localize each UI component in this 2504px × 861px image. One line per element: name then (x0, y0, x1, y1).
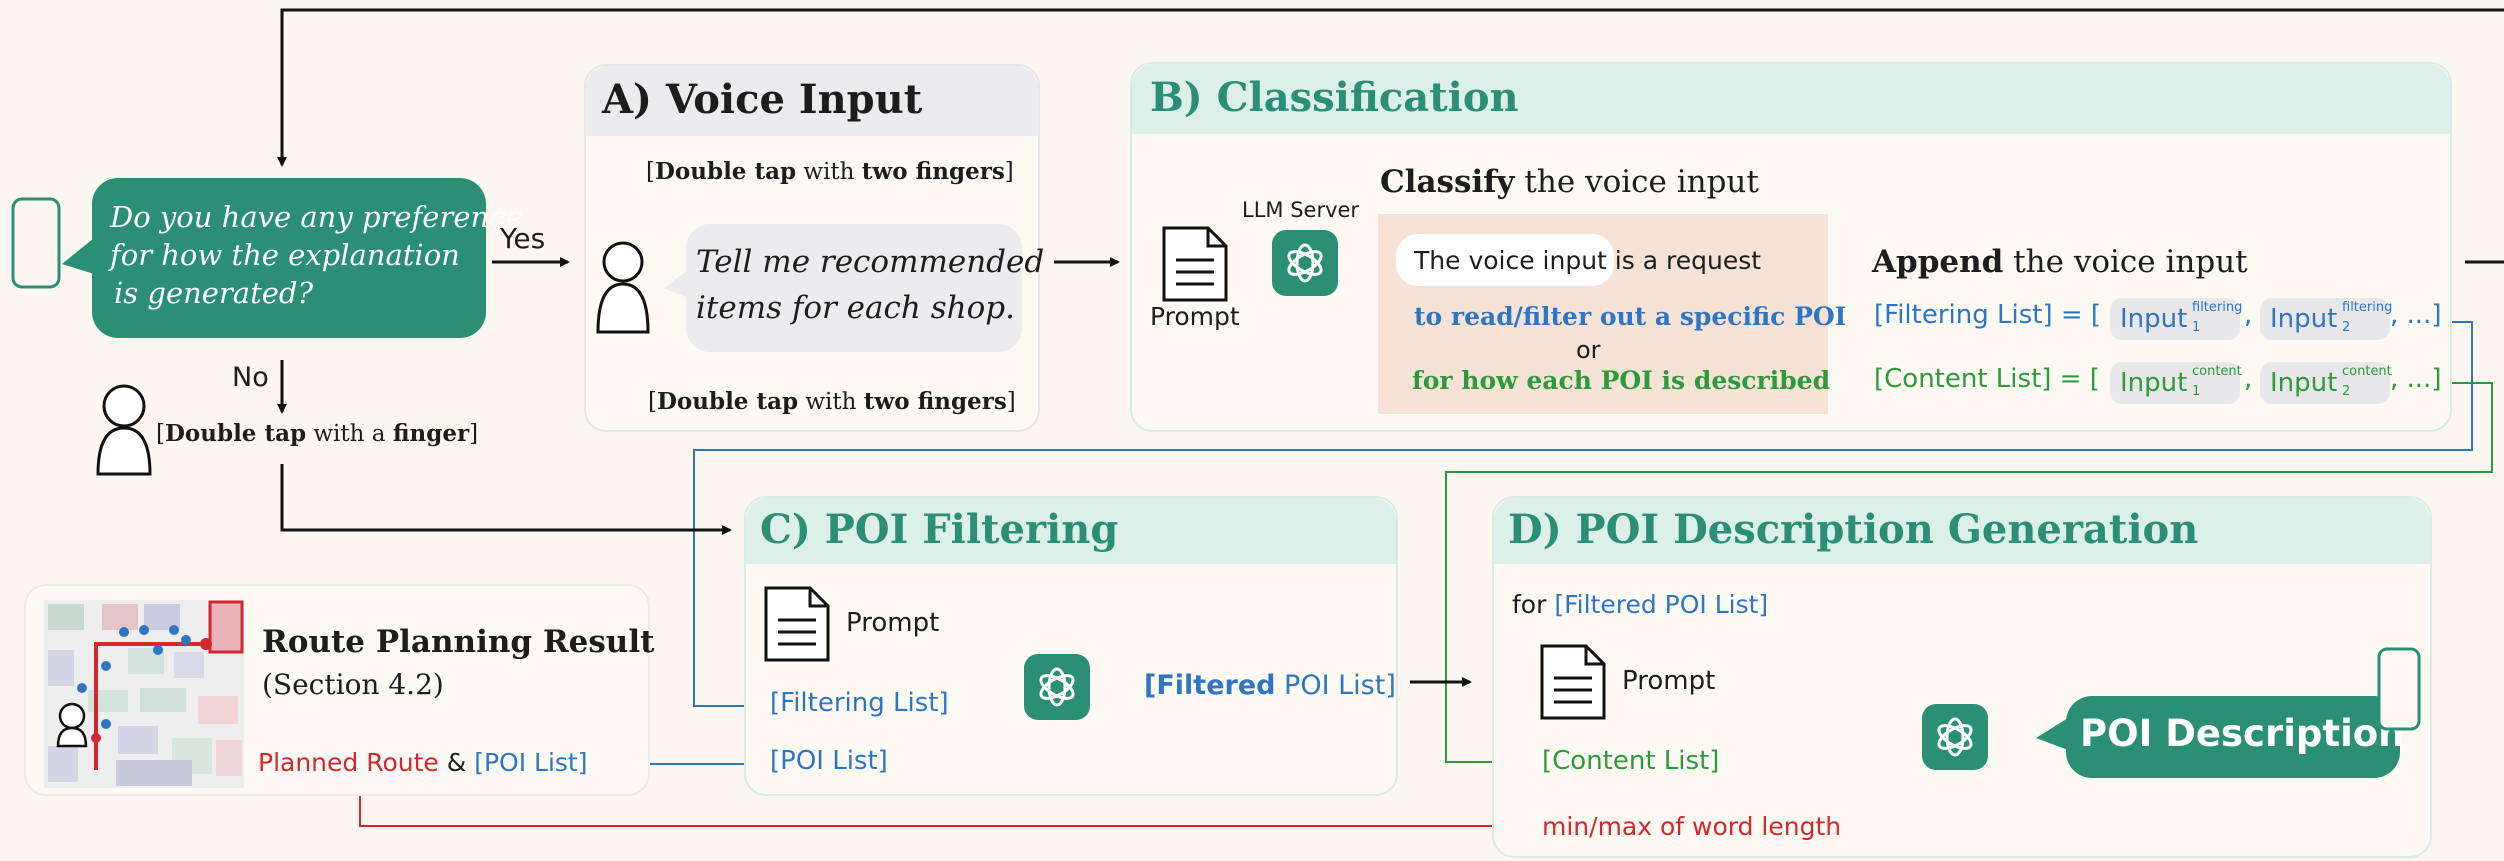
request-bubble: The voice input is a request (1396, 234, 1761, 286)
llm-server-icon (1272, 230, 1338, 296)
poi-filtering-input-filtering-list: [Filtering List] (770, 688, 949, 718)
classification-prompt-label: Prompt (1150, 302, 1240, 331)
filtered-poi-list-output: [Filtered POI List] (1144, 670, 1396, 701)
route-output-label: Planned Route & [POI List] (258, 748, 588, 777)
classification-title: B) Classification (1150, 74, 1519, 121)
poi-description-content-list: [Content List] (1542, 746, 1720, 776)
no-action-label: [Double tap with a finger] (156, 420, 479, 447)
filtering-list-label: [Filtering List] = [ (1874, 300, 2102, 330)
content-list-label: [Content List] = [ (1874, 364, 2100, 394)
content-list-tail: , ...] (2390, 364, 2442, 394)
poi-filtering-panel: C) POI Filtering (744, 496, 1398, 796)
append-heading: Append the voice input (1872, 244, 2248, 280)
document-icon (1160, 224, 1230, 308)
poi-description-document-icon (1538, 642, 1608, 726)
route-map-icon (44, 600, 244, 792)
content-input-2: Input content 2 (2260, 362, 2392, 404)
loop-back-line (277, 8, 2504, 167)
poi-filtering-llm-icon (1024, 654, 1090, 720)
request-bubble-text: The voice input is a request (1414, 246, 1762, 275)
poi-description-panel: D) POI Description Generation (1492, 496, 2432, 858)
content-comma: , (2244, 364, 2253, 394)
poi-filtering-document-icon (762, 584, 832, 668)
option-content: for how each POI is described (1412, 366, 1831, 395)
poi-description-output-bubble: POI Description (2036, 696, 2405, 778)
filtering-input-1: Input filtering 1 (2110, 298, 2242, 340)
voice-bubble: Tell me recommended items for each shop. (664, 224, 1044, 352)
poi-filtering-header (746, 498, 1396, 564)
voice-utterance-line-1: Tell me recommended (696, 244, 1045, 280)
word-length-label: min/max of word length (1542, 812, 1842, 841)
voice-top-action: [Double tap with two fingers] (646, 158, 1014, 185)
filtering-list-tail: , ...] (2390, 300, 2442, 330)
question-line-2: for how the explanation (110, 238, 460, 272)
poi-description-llm-icon (1922, 704, 1988, 770)
poi-description-prompt-label: Prompt (1622, 666, 1716, 696)
user-icon (92, 382, 158, 482)
classification-header (1132, 64, 2450, 134)
question-line-3: is generated? (114, 276, 314, 310)
filtering-input-2: Input filtering 2 (2260, 298, 2392, 340)
filtering-comma: , (2244, 300, 2253, 330)
voice-utterance-line-2: items for each shop. (696, 290, 1015, 326)
route-planning-title: Route Planning Result (262, 624, 655, 660)
option-filter: to read/filter out a specific POI (1414, 302, 1847, 331)
poi-filtering-prompt-label: Prompt (846, 608, 940, 638)
no-label: No (232, 362, 269, 393)
question-line-1: Do you have any preference (110, 200, 523, 234)
option-or: or (1576, 336, 1601, 364)
poi-filtering-title: C) POI Filtering (760, 506, 1119, 553)
poi-description-output-text: POI Description (2080, 712, 2405, 755)
question-bubble: Do you have any preference for how the e… (62, 178, 523, 338)
classify-heading: Classify the voice input (1380, 164, 1759, 200)
llm-server-label: LLM Server (1242, 198, 1360, 222)
phone-icon (10, 196, 62, 294)
poi-description-header (1494, 498, 2430, 564)
voice-input-header (586, 66, 1038, 136)
voice-bottom-action: [Double tap with two fingers] (648, 388, 1016, 415)
yes-label: Yes (500, 222, 546, 255)
route-planning-section: (Section 4.2) (262, 668, 444, 701)
poi-filtering-input-poi-list: [POI List] (770, 746, 888, 776)
voice-input-title: A) Voice Input (602, 76, 923, 123)
speaker-user-icon (594, 240, 652, 340)
poi-description-for-label: for [Filtered POI List] (1512, 590, 1769, 619)
output-phone-icon (2376, 646, 2422, 736)
content-input-1: Input content 1 (2110, 362, 2242, 404)
poi-description-title: D) POI Description Generation (1508, 506, 2199, 553)
